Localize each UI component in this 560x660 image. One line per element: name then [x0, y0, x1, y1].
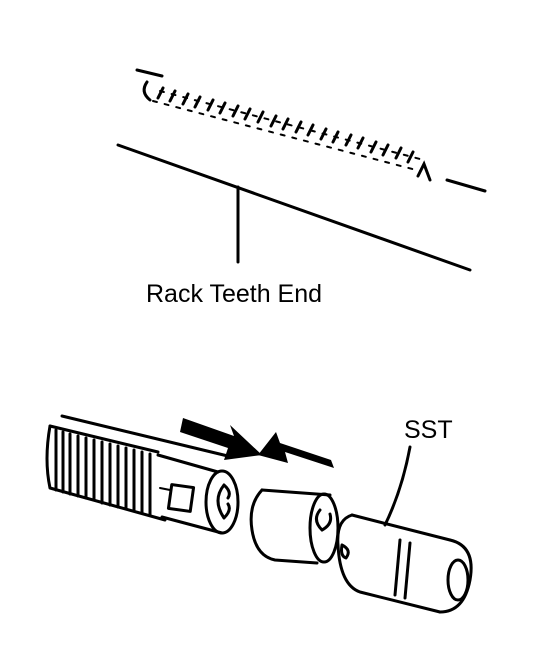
rack-teeth-block: [45, 424, 167, 522]
rack-top-edge: [135, 68, 164, 78]
rack-teeth-row: [156, 86, 415, 164]
rack-teeth-end-mark: [416, 160, 432, 182]
rack-shaft-lower: [160, 515, 224, 535]
rack-body-top-line: [60, 414, 234, 459]
rack-teeth-start-curve: [142, 80, 152, 102]
sst-leader-line: [383, 445, 412, 527]
rack-bottom-view: [45, 414, 473, 614]
rack-flat-spot: [166, 483, 196, 513]
sst-tube: [336, 513, 473, 614]
sst-collar: [249, 488, 340, 565]
left-press-arrow: [180, 418, 262, 460]
press-arrows: [180, 418, 334, 468]
rack-shaft-body: [156, 453, 220, 474]
rack-top-view: [116, 68, 487, 272]
rack-step-line: [159, 487, 171, 491]
rack-teeth-row-lower: [152, 90, 421, 172]
rack-end-hole: [216, 483, 231, 520]
rack-end-face: [204, 469, 240, 535]
sst-label: SST: [404, 416, 453, 444]
right-press-arrow: [258, 432, 334, 468]
rack-bottom-edge: [116, 143, 472, 272]
rack-top-edge-right: [445, 178, 487, 193]
rack-teeth-end-label: Rack Teeth End: [146, 280, 323, 308]
